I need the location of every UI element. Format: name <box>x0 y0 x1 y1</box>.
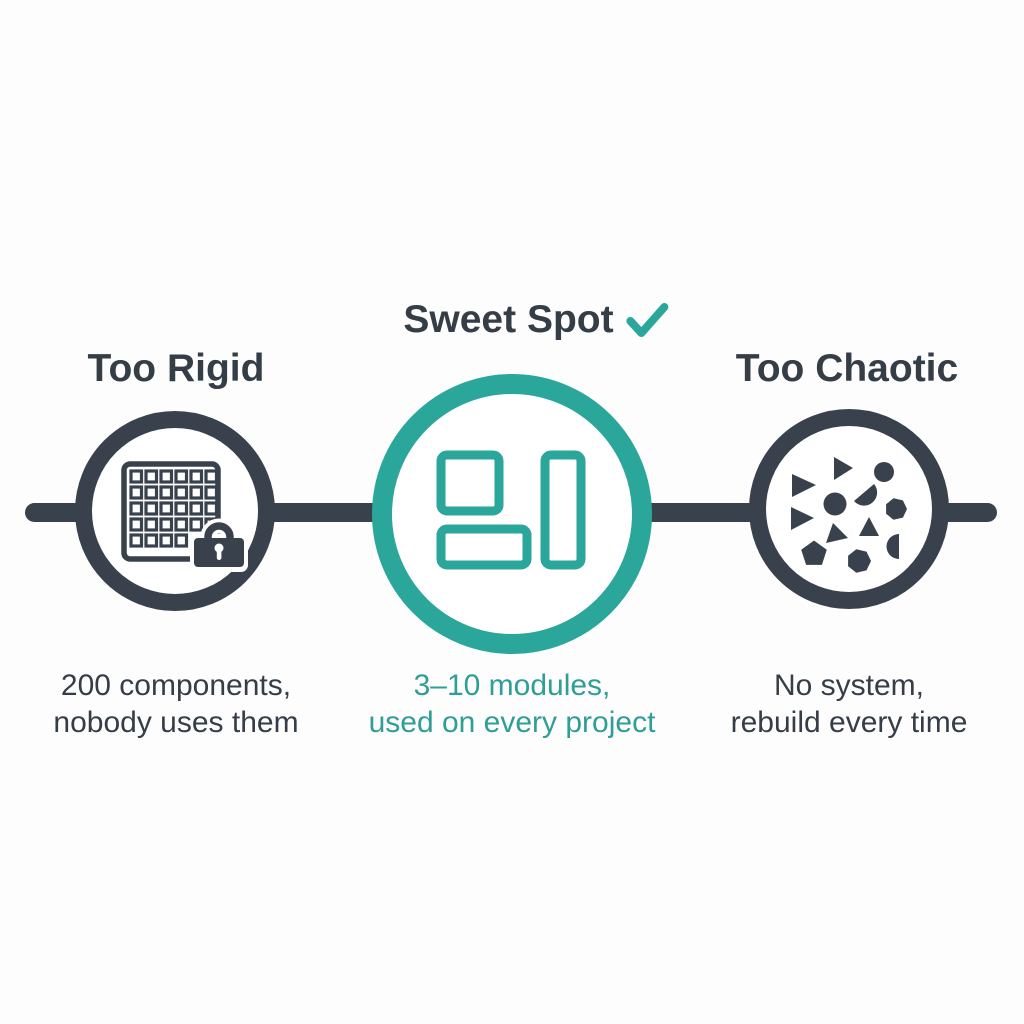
locked-grid-icon <box>121 461 248 572</box>
sweet-spot-title: Sweet Spot <box>403 298 614 341</box>
caption-line: 3–10 modules, <box>413 669 611 702</box>
checkmark-icon <box>626 303 669 337</box>
caption-line: nobody uses them <box>53 706 299 739</box>
modules-layout-icon <box>436 450 586 570</box>
padlock-icon <box>194 522 244 567</box>
too-chaotic-caption: No system, rebuild every time <box>731 667 968 741</box>
caption-line: used on every project <box>368 706 656 739</box>
too-chaotic-circle <box>749 409 949 609</box>
too-rigid-caption: 200 components, nobody uses them <box>53 667 298 741</box>
scattered-shapes-icon <box>791 457 907 573</box>
too-rigid-circle <box>75 411 275 611</box>
sweet-spot-caption: 3–10 modules, used on every project <box>369 667 656 741</box>
component-grid <box>129 469 219 548</box>
caption-line: rebuild every time <box>730 706 968 739</box>
too-chaotic-title: Too Chaotic <box>735 347 959 390</box>
caption-line: No system, <box>773 669 925 702</box>
caption-line: 200 components, <box>60 669 292 702</box>
sweet-spot-title-row: Sweet Spot <box>403 298 669 341</box>
too-rigid-title: Too Rigid <box>87 347 265 390</box>
sweet-spot-circle <box>372 374 652 654</box>
